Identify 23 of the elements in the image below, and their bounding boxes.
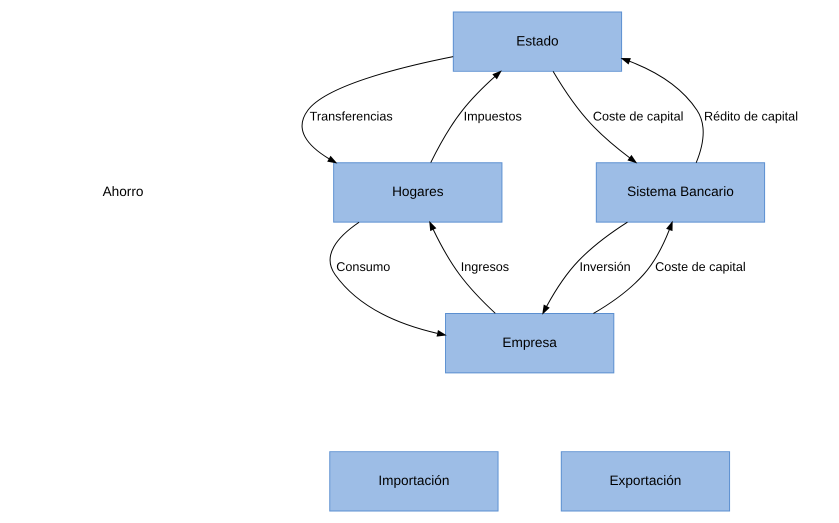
arrow: [592, 220, 673, 314]
arrow: [330, 222, 447, 337]
edge-label: Consumo: [336, 260, 390, 274]
edge-label: Impuestos: [464, 109, 522, 124]
edge-label: Transferencias: [310, 109, 393, 124]
arrow: [542, 222, 628, 315]
edge-label: Rédito de capital: [704, 109, 798, 124]
label: Ahorro: [102, 184, 144, 200]
node-box: Exportación: [560, 451, 730, 512]
node-box: Hogares: [333, 162, 502, 223]
arrow: [430, 70, 502, 164]
edge-label: Coste de capital: [592, 109, 684, 124]
edge-label: Ingresos: [460, 260, 510, 274]
node-box: Estado: [452, 11, 622, 72]
arrow: [302, 56, 454, 164]
node-box: Importación: [329, 451, 499, 512]
node-box: Sistema Bancario: [596, 162, 766, 223]
arrow: [552, 70, 638, 164]
arrow: [620, 58, 704, 164]
node-box: Empresa: [445, 313, 614, 374]
arrow: [429, 220, 496, 314]
edge-label: Inversión: [579, 260, 631, 274]
edge-label: Coste de capital: [655, 260, 746, 274]
